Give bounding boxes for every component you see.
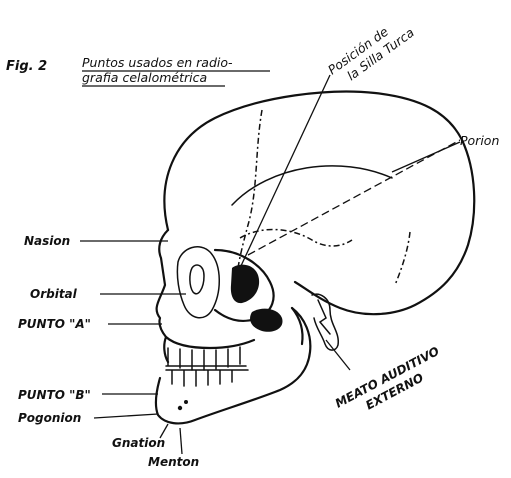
menton-label: Menton	[148, 455, 199, 469]
pogonion-leader	[94, 414, 158, 418]
cranium-outline	[164, 92, 474, 315]
nasion-label: Nasion	[24, 234, 70, 248]
orbital-label: Orbital	[30, 287, 78, 301]
sella-turcica-mark	[231, 265, 259, 303]
menton-leader	[180, 428, 182, 454]
pogonion-label: Pogonion	[18, 411, 81, 425]
maxilla-outline	[166, 337, 254, 348]
mastoid-process	[312, 294, 338, 350]
figure-number: Fig. 2	[6, 59, 47, 74]
figure-caption-line2: grafia celalométrica	[82, 70, 207, 85]
face-profile	[157, 230, 168, 362]
lambdoid-suture	[395, 232, 410, 285]
ear-canal-detail	[318, 300, 330, 334]
punto-b-label: PUNTO "B"	[18, 388, 91, 402]
meato-label-group: MEATO AUDITIVO EXTERNO	[333, 344, 449, 425]
porion-leader	[392, 142, 460, 172]
gnation-label: Gnation	[112, 436, 165, 450]
orbit-inner	[190, 265, 204, 294]
upper-teeth	[166, 347, 246, 370]
figure-caption-line1: Puntos usados en radio-	[82, 55, 233, 70]
zygomatic-notch-mark	[250, 309, 282, 332]
lower-teeth	[166, 370, 248, 386]
chin-dot-2	[184, 400, 188, 404]
porion-label: Porion	[460, 133, 499, 148]
temporal-line	[232, 166, 392, 205]
silla-label-group: Posición de la Silla Turca	[325, 12, 417, 91]
chin-dot-1	[178, 406, 182, 410]
punto-a-label: PUNTO "A"	[18, 317, 91, 331]
orbit-outline	[177, 247, 219, 318]
frankfort-plane-line	[248, 140, 460, 255]
